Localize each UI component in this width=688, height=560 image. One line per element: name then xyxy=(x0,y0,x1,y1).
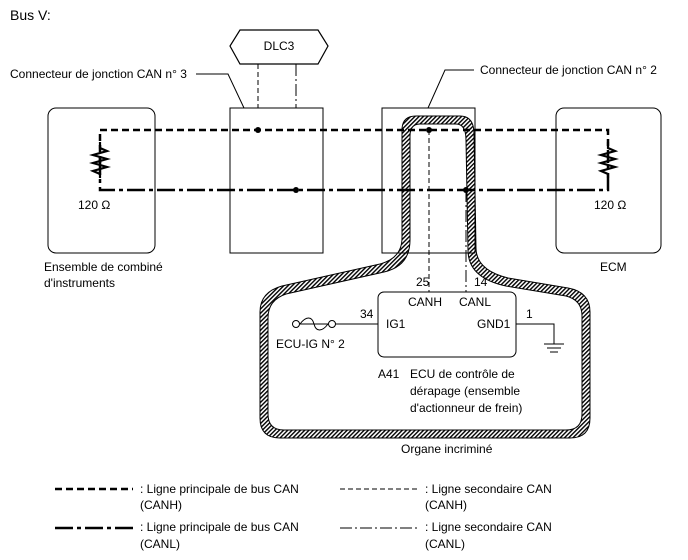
junction-connector-2-leader xyxy=(427,69,474,109)
legend-canl-branch-line2: (CANL) xyxy=(425,537,465,551)
ecu-ig-fuse-terminal-right xyxy=(328,320,336,328)
ecu-name-line1: ECU de contrôle de xyxy=(410,367,515,381)
junction-connector-2-label: Connecteur de jonction CAN n° 2 xyxy=(480,63,657,77)
ecu-name-line3: d'actionneur de frein) xyxy=(410,401,522,415)
pin-ig1-label: IG1 xyxy=(386,317,406,331)
legend-canh-main-line1: : Ligne principale de bus CAN xyxy=(140,482,299,496)
fuse-label: ECU-IG N° 2 xyxy=(276,337,345,351)
pin-canh-number: 25 xyxy=(416,275,430,289)
legend-canh-branch-line2: (CANH) xyxy=(425,498,467,512)
canh-main-bus-line xyxy=(98,128,610,163)
pin-ig1-number: 34 xyxy=(360,307,374,321)
pin-canl-label: CANL xyxy=(459,295,491,309)
junction-connector-3-box xyxy=(229,107,324,254)
combination-meter-box xyxy=(47,107,156,254)
gnd1-wire xyxy=(516,323,555,344)
legend-canh-main-line2: (CANH) xyxy=(140,498,182,512)
junction-connector-3-leader xyxy=(196,73,245,109)
dlc3-canl-junction-dot xyxy=(293,187,299,193)
combination-meter-label-line2: d'instruments xyxy=(44,276,115,290)
ecu-ig-fuse-terminal-left xyxy=(292,320,300,328)
legend-canl-branch-line1: : Ligne secondaire CAN xyxy=(425,520,552,534)
canl-main-bus-line xyxy=(98,157,610,192)
dlc3-canh-junction-dot xyxy=(255,127,261,133)
pin-gnd1-label: GND1 xyxy=(477,317,511,331)
pin-gnd1-number: 1 xyxy=(526,307,533,321)
resistor-right-label: 120 Ω xyxy=(594,198,626,212)
legend-canl-main-line1: : Ligne principale de bus CAN xyxy=(140,520,299,534)
faulty-part-boundary xyxy=(259,115,591,439)
ecm-label: ECM xyxy=(600,260,627,274)
termination-resistor-left xyxy=(88,142,112,178)
ecu-name-line2: dérapage (ensemble xyxy=(410,384,520,398)
resistor-left-label: 120 Ω xyxy=(78,198,110,212)
legend-canh-branch-line1: : Ligne secondaire CAN xyxy=(425,482,552,496)
ecu-code: A41 xyxy=(378,367,400,381)
dlc3-connector-shape xyxy=(229,29,329,65)
dlc3-label: DLC3 xyxy=(264,39,295,53)
termination-resistor-right xyxy=(596,142,620,178)
ecu-ig-fuse-icon xyxy=(299,317,329,331)
combination-meter-label-line1: Ensemble de combiné xyxy=(44,260,163,274)
diagram-title: Bus V: xyxy=(10,7,51,23)
pin-canl-number: 14 xyxy=(474,275,488,289)
legend-canl-main-line2: (CANL) xyxy=(140,537,180,551)
junction-connector-3-label: Connecteur de jonction CAN n° 3 xyxy=(10,67,187,81)
pin-canh-label: CANH xyxy=(408,295,442,309)
faulty-part-label: Organe incriminé xyxy=(401,442,493,456)
